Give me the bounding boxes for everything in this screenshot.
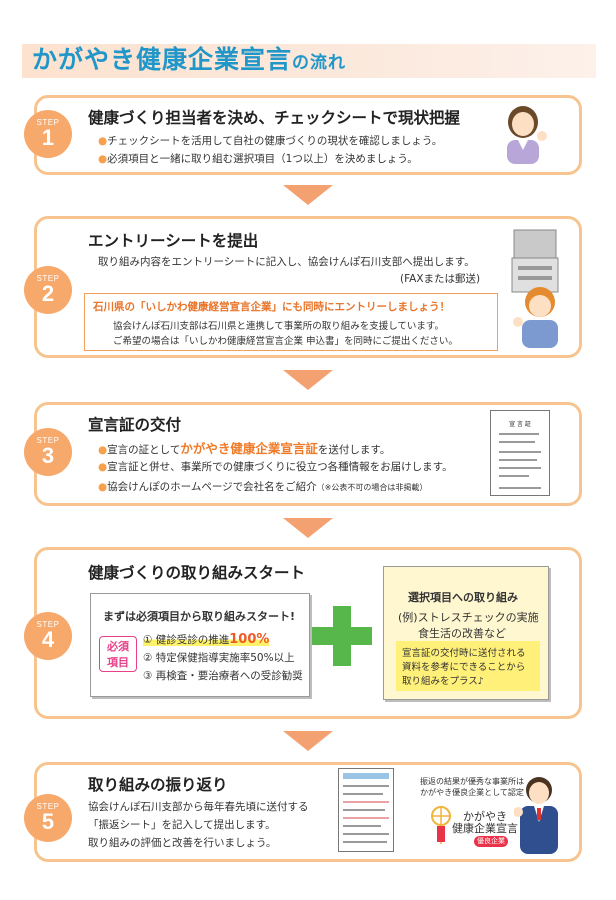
required-label: 必須項目	[99, 636, 137, 672]
page-title: かがやき健康企業宣言の流れ	[32, 45, 347, 74]
review-sheet-image	[338, 768, 394, 852]
step-5-line-2: 「振返シート」を記入して提出します。	[88, 819, 276, 831]
step-2-heading: エントリーシートを提出	[88, 232, 259, 250]
step-5-line-3: 取り組みの評価と改善を行いましょう。	[88, 837, 277, 849]
required-items-title: まずは必須項目から取り組みスタート!	[103, 610, 296, 623]
step-1-bullet-1: ●チェックシートを活用して自社の健康づくりの現状を確認しましょう。	[98, 135, 443, 147]
required-item-2: ② 特定保健指導実施率50%以上	[143, 652, 295, 664]
required-item-3: ③ 再検査・要治療者への受診勧奨	[143, 670, 303, 682]
step-1-panel	[34, 95, 582, 175]
step-5-line-1: 協会けんぽ石川支部から毎年春先頃に送付する	[88, 801, 309, 813]
optional-example-1: (例)ストレスチェックの実施	[398, 611, 539, 624]
optional-items-title: 選択項目への取り組み	[408, 591, 518, 604]
ishikawa-entry-title: 石川県の「いしかわ健康経営宣言企業」にも同時にエントリーしましょう！	[93, 301, 450, 313]
excellent-cert-text-2: かがやき優良企業として認定	[420, 788, 524, 797]
step-2-line-2: (FAXまたは郵送)	[400, 273, 481, 285]
declaration-certificate-image: 宣 言 証	[490, 410, 550, 496]
step-3-bullet-3: ●協会けんぽのホームページで会社名をご紹介（※公表不可の場合は非掲載）	[98, 481, 428, 493]
step-3-bullet-2: ●宣言証と併せ、事業所での健康づくりに役立つ各種情報をお届けします。	[98, 461, 453, 473]
ishikawa-entry-line-2: ご希望の場合は「いしかわ健康経営宣言企業 申込書」を同時にご提出ください。	[113, 336, 458, 347]
optional-example-2: 食生活の改善など	[418, 627, 506, 640]
excellent-cert-text-1: 振返の結果が優秀な事業所は	[420, 777, 524, 786]
excellent-seal: 優良企業	[474, 836, 508, 847]
step-1-heading: 健康づくり担当者を決め、チェックシートで現状把握	[88, 109, 461, 127]
step-3-heading: 宣言証の交付	[88, 416, 182, 434]
ishikawa-entry-line-1: 協会けんぽ石川支部は石川県と連携して事業所の取り組みを支援しています。	[113, 321, 444, 332]
required-items-card: まずは必須項目から取り組みスタート! 必須項目 ① 健診受診の推進100% ② …	[90, 593, 310, 697]
flow-arrow-2	[283, 370, 333, 390]
ishikawa-entry-box: 石川県の「いしかわ健康経営宣言企業」にも同時にエントリーしましょう！ 協会けんぽ…	[84, 293, 498, 351]
plus-icon-bar	[312, 627, 372, 645]
kagayaki-logo-text: かがやき健康企業宣言	[452, 810, 518, 835]
flow-arrow-1	[283, 185, 333, 205]
fax-machine-woman-icon	[511, 229, 559, 348]
required-item-1: ① 健診受診の推進100%	[143, 632, 270, 647]
optional-note: 宣言証の交付時に送付される 資料を参考にできることから 取り組みをプラス♪	[396, 641, 540, 691]
staff-woman-icon	[507, 106, 547, 164]
step-3-bullet-1: ●宣言の証としてかがやき健康企業宣言証を送付します。	[98, 441, 391, 456]
businessman-icon	[514, 777, 558, 854]
kagayaki-logo-icon	[431, 806, 451, 844]
step-4-heading: 健康づくりの取り組みスタート	[88, 564, 306, 582]
flow-arrow-3	[283, 518, 333, 538]
step-2-line-1: 取り組み内容をエントリーシートに記入し、協会けんぽ石川支部へ提出します。	[98, 256, 475, 268]
step-5-heading: 取り組みの振り返り	[88, 776, 228, 794]
title-band	[22, 44, 596, 78]
step-1-bullet-2: ●必須項目と一緒に取り組む選択項目（1つ以上）を決めましょう。	[98, 153, 418, 165]
flow-arrow-4	[283, 731, 333, 751]
